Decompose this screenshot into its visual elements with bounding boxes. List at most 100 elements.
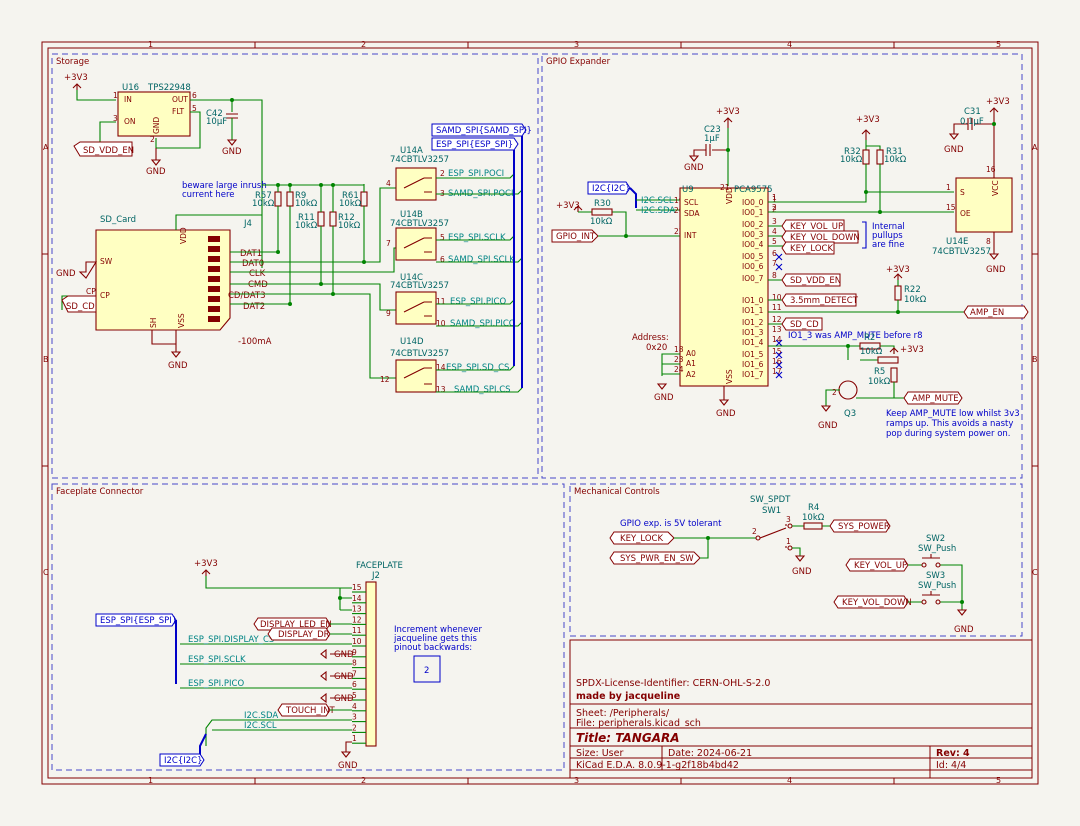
sys-pwr-en-sw-label — [609, 551, 701, 565]
svg-text:jacqueline gets this: jacqueline gets this — [393, 634, 477, 644]
j2-pin-number: 11 — [352, 626, 362, 635]
svg-text:KEY_VOL_UP: KEY_VOL_UP — [790, 222, 843, 232]
j2-pin-number: 15 — [352, 583, 362, 592]
mechanical-section — [569, 483, 1023, 637]
u16-ref: U16 — [122, 83, 139, 93]
svg-text:OUT: OUT — [172, 95, 188, 104]
svg-text:DAT2: DAT2 — [243, 302, 265, 312]
svg-text:ON: ON — [124, 117, 136, 126]
svg-text:U14E: U14E — [946, 237, 968, 247]
detect-label — [781, 293, 857, 307]
svg-text:SW_Push: SW_Push — [918, 544, 956, 554]
mechanical-title: Mechanical Controls — [574, 487, 660, 497]
display-dr-label — [267, 627, 331, 641]
svg-text:CLK: CLK — [249, 269, 266, 279]
svg-text:11: 11 — [436, 297, 446, 306]
amp-en-label — [963, 305, 1029, 319]
esp-spi-bus-label-faceplate — [95, 613, 177, 627]
j2-pin-number: 5 — [352, 691, 357, 700]
sheet-text: Sheet: /Peripherals/ — [576, 708, 670, 719]
svg-text:GND: GND — [146, 167, 166, 177]
svg-text:Address:: Address: — [632, 333, 669, 343]
date-text: Date: 2024-06-21 — [668, 748, 752, 759]
svg-text:GND: GND — [654, 393, 674, 403]
svg-text:VDD: VDD — [179, 227, 188, 244]
faceplate-circuit: +3V3 FACEPLATE J2 151413121110987654321 … — [95, 559, 482, 771]
svg-text:KEY_VOL_UP: KEY_VOL_UP — [854, 561, 907, 571]
svg-text:CD/DAT3: CD/DAT3 — [228, 291, 266, 301]
svg-text:VCC: VCC — [991, 180, 1000, 196]
svg-text:U14A: U14A — [400, 146, 423, 156]
svg-text:J4: J4 — [243, 219, 252, 229]
svg-text:GND: GND — [222, 147, 242, 157]
sd-card-contacts — [208, 236, 220, 322]
svg-text:SAMD_SPI.SCLK: SAMD_SPI.SCLK — [448, 255, 515, 265]
row-label-a: A — [43, 143, 49, 152]
svg-text:ESP_SPI{ESP_SPI}: ESP_SPI{ESP_SPI} — [436, 140, 513, 150]
j2-pin-number: 3 — [352, 713, 357, 722]
svg-text:10kΩ: 10kΩ — [295, 221, 318, 231]
svg-text:1: 1 — [786, 537, 791, 546]
u9-io-pin-number: 5 — [772, 237, 777, 246]
svg-text:Increment whenever: Increment whenever — [394, 625, 482, 635]
svg-text:DAT1: DAT1 — [240, 249, 262, 259]
svg-text:GND: GND — [338, 761, 358, 771]
svg-text:10kΩ: 10kΩ — [802, 513, 825, 523]
svg-text:+3V3: +3V3 — [194, 559, 218, 569]
svg-text:GND: GND — [792, 567, 812, 577]
svg-text:TOUCH_INT: TOUCH_INT — [285, 706, 336, 716]
svg-text:SW1: SW1 — [762, 506, 781, 516]
u9-io-label: IO1_1 — [742, 306, 764, 315]
u9-io-pin-number: 7 — [772, 259, 777, 268]
svg-text:SAMD_SPI.CS: SAMD_SPI.CS — [454, 385, 511, 395]
rev-text: Rev: 4 — [936, 748, 970, 759]
svg-text:+3V3: +3V3 — [986, 97, 1010, 107]
u9-io-pin-number: 16 — [772, 357, 782, 366]
svg-text:SH: SH — [149, 318, 158, 328]
gpio-section — [541, 53, 1023, 479]
no-connect-marker — [775, 339, 783, 347]
sd-vdd-en-label-gpio — [781, 273, 841, 287]
svg-text:AMP_MUTE: AMP_MUTE — [912, 394, 959, 404]
svg-text:CP: CP — [86, 287, 96, 296]
svg-text:R9: R9 — [295, 191, 306, 201]
svg-text:3.5mm_DETECT: 3.5mm_DETECT — [790, 296, 859, 306]
col-label-2: 2 — [361, 40, 366, 49]
svg-text:U14C: U14C — [400, 273, 423, 283]
svg-text:GPIO exp. is 5V tolerant: GPIO exp. is 5V tolerant — [620, 519, 722, 529]
svg-text:R31: R31 — [886, 147, 903, 157]
svg-text:15: 15 — [946, 203, 956, 212]
svg-text:10kΩ: 10kΩ — [590, 217, 613, 227]
j2-pin-number: 13 — [352, 605, 362, 614]
u14a-mux: U14A 74CBTLV3257 U14B 2 3 4 ESP_SPI.POCI… — [386, 146, 514, 220]
svg-text:R61: R61 — [342, 191, 359, 201]
touch-int-label — [277, 703, 331, 717]
u9-io-label: IO1_6 — [742, 360, 764, 369]
svg-text:74CBTLV3257: 74CBTLV3257 — [390, 219, 449, 229]
svg-text:I2C.SCL: I2C.SCL — [244, 721, 277, 731]
svg-text:R12: R12 — [338, 213, 355, 223]
svg-text:pinout backwards:: pinout backwards: — [394, 643, 472, 653]
svg-text:SW3: SW3 — [926, 571, 945, 581]
j2-pin-number: 14 — [352, 594, 362, 603]
svg-text:10µF: 10µF — [206, 117, 227, 127]
sd-cd-label-storage — [61, 295, 97, 313]
col-label-3-bottom: 3 — [574, 776, 579, 785]
svg-text:10kΩ: 10kΩ — [295, 199, 318, 209]
r12-resistor — [329, 211, 337, 227]
svg-text:0.1µF: 0.1µF — [960, 117, 984, 127]
svg-text:SD_Card: SD_Card — [100, 215, 136, 225]
svg-text:FLT: FLT — [172, 107, 184, 116]
svg-text:ESP_SPI.POCI: ESP_SPI.POCI — [448, 169, 504, 179]
col-label-5-bottom: 5 — [996, 776, 1001, 785]
svg-text:13: 13 — [436, 385, 446, 394]
svg-text:+3V3: +3V3 — [716, 107, 740, 117]
row-label-a-right: A — [1032, 143, 1038, 152]
no-connect-marker — [775, 263, 783, 271]
key-lock-label-gpio — [781, 241, 835, 255]
svg-text:10: 10 — [436, 319, 446, 328]
u14d-mux: 74CBTLV3257 14 13 12 ESP_SPI.SD_CS SAMD_… — [380, 349, 511, 395]
svg-text:VSS: VSS — [177, 313, 186, 328]
svg-text:R30: R30 — [594, 199, 611, 209]
